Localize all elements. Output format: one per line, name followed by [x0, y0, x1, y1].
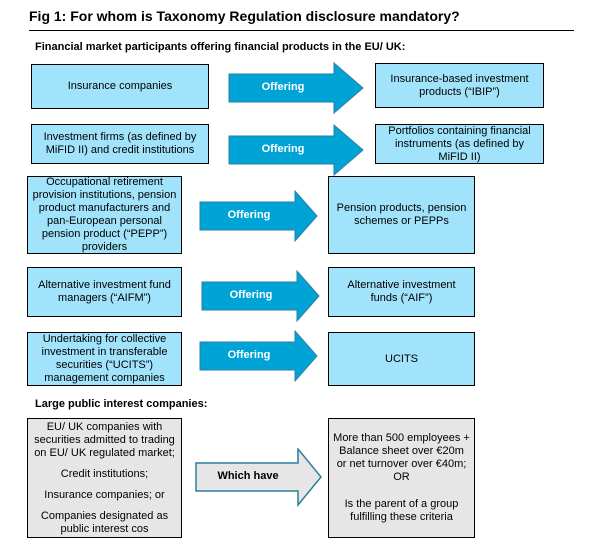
arrow-shape-icon	[199, 190, 318, 242]
product-box-portfolios: Portfolios containing financial instrume…	[375, 124, 544, 164]
company-type-insurance: Insurance companies; or	[44, 488, 165, 501]
arrow-shape-icon	[228, 62, 364, 114]
arrow-label: Offering	[227, 209, 271, 221]
company-types-box: EU/ UK companies with securities admitte…	[27, 418, 182, 538]
product-box-pension-products: Pension products, pension schemes or PEP…	[328, 176, 475, 254]
arrow-shape-icon	[228, 124, 364, 176]
arrow-shape-icon	[199, 330, 318, 382]
participant-box-ucits-managers: Undertaking for collective investment in…	[27, 332, 182, 386]
product-box-ucits: UCITS	[328, 332, 475, 386]
product-box-ibip: Insurance-based investment products (“IB…	[375, 63, 544, 108]
arrow-label: Offering	[261, 143, 305, 155]
product-box-aif: Alternative investment funds (“AIF”)	[328, 267, 475, 317]
company-type-listed: EU/ UK companies with securities admitte…	[34, 420, 175, 459]
arrow-label: Offering	[261, 81, 305, 93]
section-heading-large: Large public interest companies:	[35, 398, 208, 410]
criteria-size: More than 500 employees + Balance sheet …	[333, 432, 470, 483]
figure-title: Fig 1: For whom is Taxonomy Regulation d…	[29, 8, 460, 24]
title-divider	[29, 30, 574, 31]
arrow-label: Offering	[229, 289, 273, 301]
participant-box-investment-firms: Investment firms (as defined by MiFID II…	[31, 124, 209, 164]
arrow-shape-icon	[195, 448, 322, 508]
criteria-parent: Is the parent of a group fulfilling thes…	[344, 498, 459, 523]
arrow-shape-icon	[201, 270, 320, 322]
company-type-designated: Companies designated as public interest …	[40, 509, 169, 535]
participant-box-aifm: Alternative investment fund managers (“A…	[27, 267, 182, 317]
arrow-label: Which have	[217, 470, 279, 482]
participant-box-insurance: Insurance companies	[31, 64, 209, 109]
arrow-label: Offering	[227, 349, 271, 361]
criteria-box: More than 500 employees + Balance sheet …	[328, 418, 475, 538]
participant-box-pension-providers: Occupational retirement provision instit…	[27, 176, 182, 254]
company-type-credit: Credit institutions;	[60, 467, 149, 480]
section-heading-financial: Financial market participants offering f…	[35, 41, 406, 53]
